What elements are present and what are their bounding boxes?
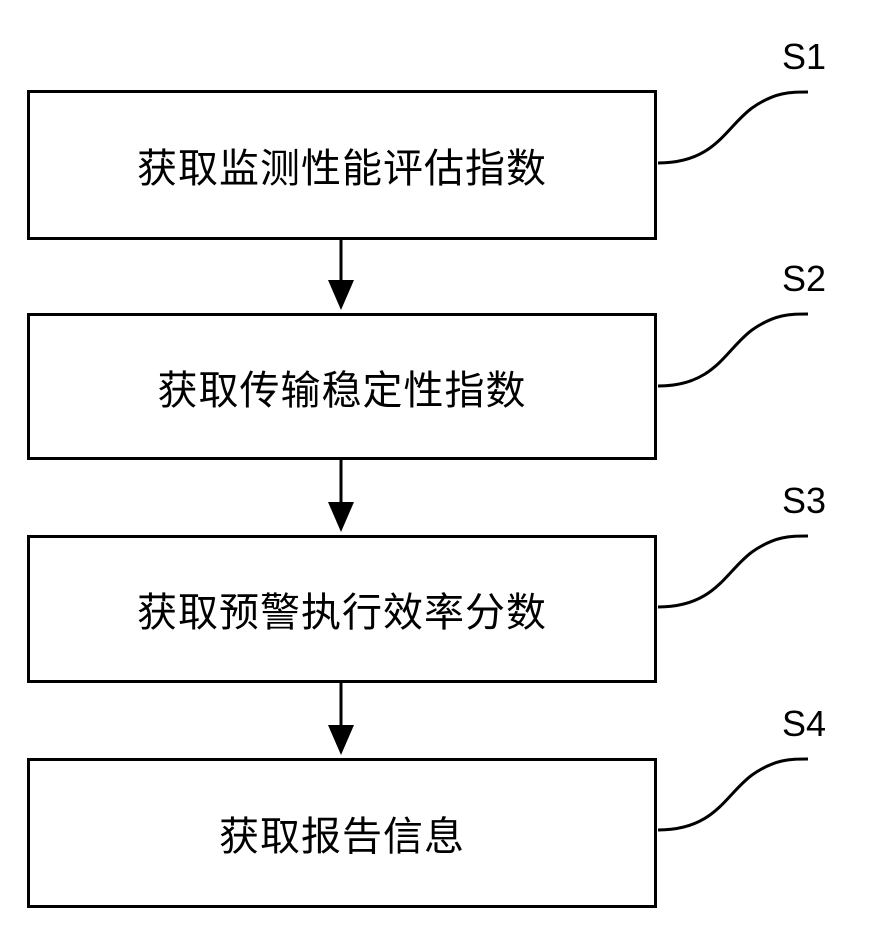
step-box-s4: 获取报告信息 xyxy=(27,758,657,908)
arrow-s3-to-s4 xyxy=(328,681,354,755)
step-text-s1: 获取监测性能评估指数 xyxy=(137,136,547,194)
arrow-s2-to-s3 xyxy=(328,458,354,532)
step-box-s3: 获取预警执行效率分数 xyxy=(27,535,657,683)
leader-line-s1 xyxy=(658,92,808,163)
step-text-s3: 获取预警执行效率分数 xyxy=(137,580,547,638)
step-label-s2: S2 xyxy=(782,258,826,300)
step-text-s2: 获取传输稳定性指数 xyxy=(158,358,527,416)
step-text-s4: 获取报告信息 xyxy=(219,804,465,862)
step-box-s2: 获取传输稳定性指数 xyxy=(27,313,657,460)
step-label-s1: S1 xyxy=(782,36,826,78)
leader-line-s2 xyxy=(658,314,808,386)
leader-line-s3 xyxy=(658,536,808,607)
step-label-s3: S3 xyxy=(782,480,826,522)
step-box-s1: 获取监测性能评估指数 xyxy=(27,90,657,240)
step-label-s4: S4 xyxy=(782,703,826,745)
leader-line-s4 xyxy=(658,759,808,830)
arrow-s1-to-s2 xyxy=(328,238,354,310)
